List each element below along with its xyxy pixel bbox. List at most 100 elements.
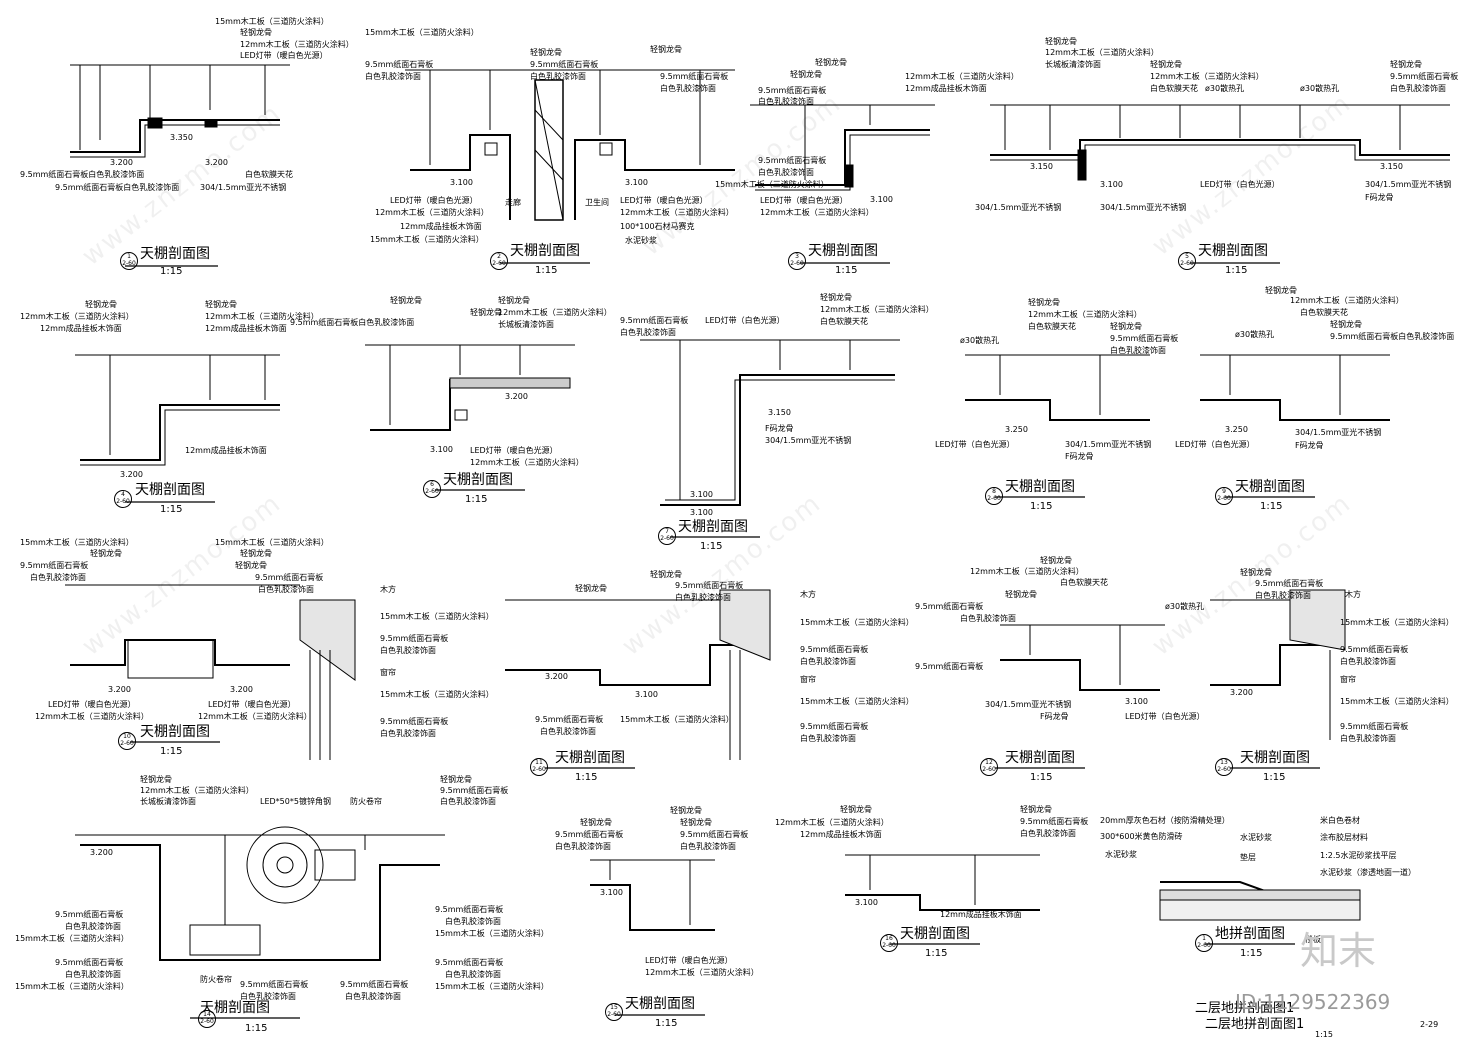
annotation: 12mm木工板（三道防火涂料） <box>470 458 584 467</box>
annotation: F码龙骨 <box>1040 712 1069 721</box>
annotation: 9.5mm纸面石膏板 <box>380 717 449 726</box>
annotation: 白色乳胶漆饰面 <box>530 72 586 81</box>
annotation: 轻钢龙骨 <box>90 549 122 558</box>
annotation: 9.5mm纸面石膏板 <box>240 980 309 989</box>
section-title: 天棚剖面图 <box>443 472 513 488</box>
annotation: 水泥砂浆 <box>625 236 657 245</box>
annotation: 窗帘 <box>1340 675 1356 684</box>
annotation: 15mm木工板（三道防火涂料） <box>215 538 329 547</box>
annotation: 9.5mm纸面石膏板 <box>758 86 827 95</box>
annotation: 9.5mm纸面石膏板 <box>1340 722 1409 731</box>
annotation: 9.5mm纸面石膏板 <box>435 958 504 967</box>
section-title: 天棚剖面图 <box>1005 750 1075 766</box>
annotation: 12mm木工板（三道防火涂料） <box>35 712 149 721</box>
annotation: 12mm木工板（三道防火涂料） <box>375 208 489 217</box>
annotation: 9.5mm纸面石膏板 <box>620 316 689 325</box>
annotation: 304/1.5mm亚光不锈钢 <box>1100 203 1187 212</box>
annotation: 12mm木工板（三道防火涂料） <box>205 312 319 321</box>
annotation: 12mm木工板（三道防火涂料） <box>620 208 734 217</box>
annotation: 9.5mm纸面石膏板 <box>55 910 124 919</box>
section-scale: 1:15 <box>1030 772 1053 783</box>
annotation: 卫生间 <box>585 198 609 207</box>
section-title: 天棚剖面图 <box>135 482 205 498</box>
section-6-drawing <box>365 344 575 431</box>
annotation: 轻钢龙骨 <box>670 806 702 815</box>
annotation: 9.5mm纸面石膏板 <box>1340 645 1409 654</box>
annotation: 白色乳胶漆饰面 <box>1340 657 1396 666</box>
annotation: 12mm成品挂板木饰面 <box>40 324 122 333</box>
annotation: 轻钢龙骨 <box>390 296 422 305</box>
annotation: 12mm木工板（三道防火涂料） <box>240 40 354 49</box>
annotation: 15mm木工板（三道防火涂料） <box>215 17 329 26</box>
annotation: 304/1.5mm亚光不锈钢 <box>985 700 1072 709</box>
annotation: 白色乳胶漆饰面 <box>30 573 86 582</box>
annotation: 轻钢龙骨 <box>1045 37 1077 46</box>
annotation: 15mm木工板（三道防火涂料） <box>15 934 129 943</box>
annotation: 垫层 <box>1240 853 1256 862</box>
annotation: ø30散热孔 <box>1300 84 1340 93</box>
annotation: LED灯带（白色光源） <box>1125 712 1205 721</box>
section-14-drawing <box>75 826 445 961</box>
annotation: 304/1.5mm亚光不锈钢 <box>975 203 1062 212</box>
annotation: LED灯带（白色光源） <box>1175 440 1255 449</box>
annotation: 轻钢龙骨 <box>1390 60 1422 69</box>
section-scale: 1:15 <box>700 541 723 552</box>
elevation-tag: 3.100 <box>635 690 658 699</box>
annotation: 9.5mm纸面石膏板白色乳胶漆饰面 <box>55 183 180 192</box>
annotation: ø30散热孔 <box>960 336 1000 345</box>
annotation: LED灯带（白色光源） <box>705 316 785 325</box>
annotation: 白色乳胶漆饰面 <box>65 922 121 931</box>
annotation: LED灯带（暖白色光源） <box>620 196 708 205</box>
annotation: 12mm木工板（三道防火涂料） <box>1150 72 1264 81</box>
annotation: 窗帘 <box>800 675 816 684</box>
annotation: 轻钢龙骨 <box>498 296 530 305</box>
annotation: 1:2.5水泥砂浆找平层 <box>1320 851 1397 860</box>
annotation: 白色乳胶漆饰面 <box>680 842 736 851</box>
annotation: 白色乳胶漆饰面 <box>345 992 401 1001</box>
annotation: 轻钢龙骨 <box>1265 286 1297 295</box>
annotation: ø30散热孔 <box>1205 84 1245 93</box>
annotation: F码龙骨 <box>1365 193 1394 202</box>
annotation: 轻钢龙骨 <box>1005 590 1037 599</box>
annotation: 15mm木工板（三道防火涂料） <box>800 697 914 706</box>
annotation: 300*600米黄色防滑砖 <box>1100 832 1183 841</box>
annotation: 白色乳胶漆饰面 <box>758 168 814 177</box>
annotation: 100*100石材马赛克 <box>620 222 695 231</box>
sheet-caption: 二层地拼剖面图1 <box>1205 1017 1305 1032</box>
annotation: 304/1.5mm亚光不锈钢 <box>1065 440 1152 449</box>
elevation-tag: 3.200 <box>205 158 228 167</box>
annotation: 9.5mm纸面石膏板 <box>680 830 749 839</box>
annotation: 9.5mm纸面石膏板 <box>55 958 124 967</box>
annotation: 12mm成品挂板木饰面 <box>800 830 882 839</box>
annotation: 水泥砂浆（渗透地面一道） <box>1320 868 1416 877</box>
annotation: 轻钢龙骨 <box>1040 556 1072 565</box>
annotation: 15mm木工板（三道防火涂料） <box>435 982 549 991</box>
annotation: 9.5mm纸面石膏板 <box>530 60 599 69</box>
annotation: 9.5mm纸面石膏板 <box>440 786 509 795</box>
annotation: 轻钢龙骨 <box>85 300 117 309</box>
section-scale: 1:15 <box>465 494 488 505</box>
annotation: 轻钢龙骨 <box>240 28 272 37</box>
annotation: 白色乳胶漆饰面 <box>365 72 421 81</box>
annotation: 轻钢龙骨 <box>790 70 822 79</box>
annotation: 9.5mm纸面石膏板白色乳胶漆饰面 <box>1330 332 1455 341</box>
section-title: 天棚剖面图 <box>1240 750 1310 766</box>
annotation: 白色乳胶漆饰面 <box>1255 591 1311 600</box>
annotation: 12mm木工板（三道防火涂料） <box>645 968 759 977</box>
section-title: 天棚剖面图 <box>808 243 878 259</box>
elevation-tag: 3.150 <box>1030 162 1053 171</box>
elevation-tag: 3.150 <box>768 408 791 417</box>
annotation: 9.5mm纸面石膏板 <box>915 662 984 671</box>
section-scale: 1:15 <box>160 266 183 277</box>
annotation: 窗帘 <box>380 668 396 677</box>
annotation: 白色乳胶漆饰面 <box>555 842 611 851</box>
elevation-tag: 3.200 <box>90 848 113 857</box>
